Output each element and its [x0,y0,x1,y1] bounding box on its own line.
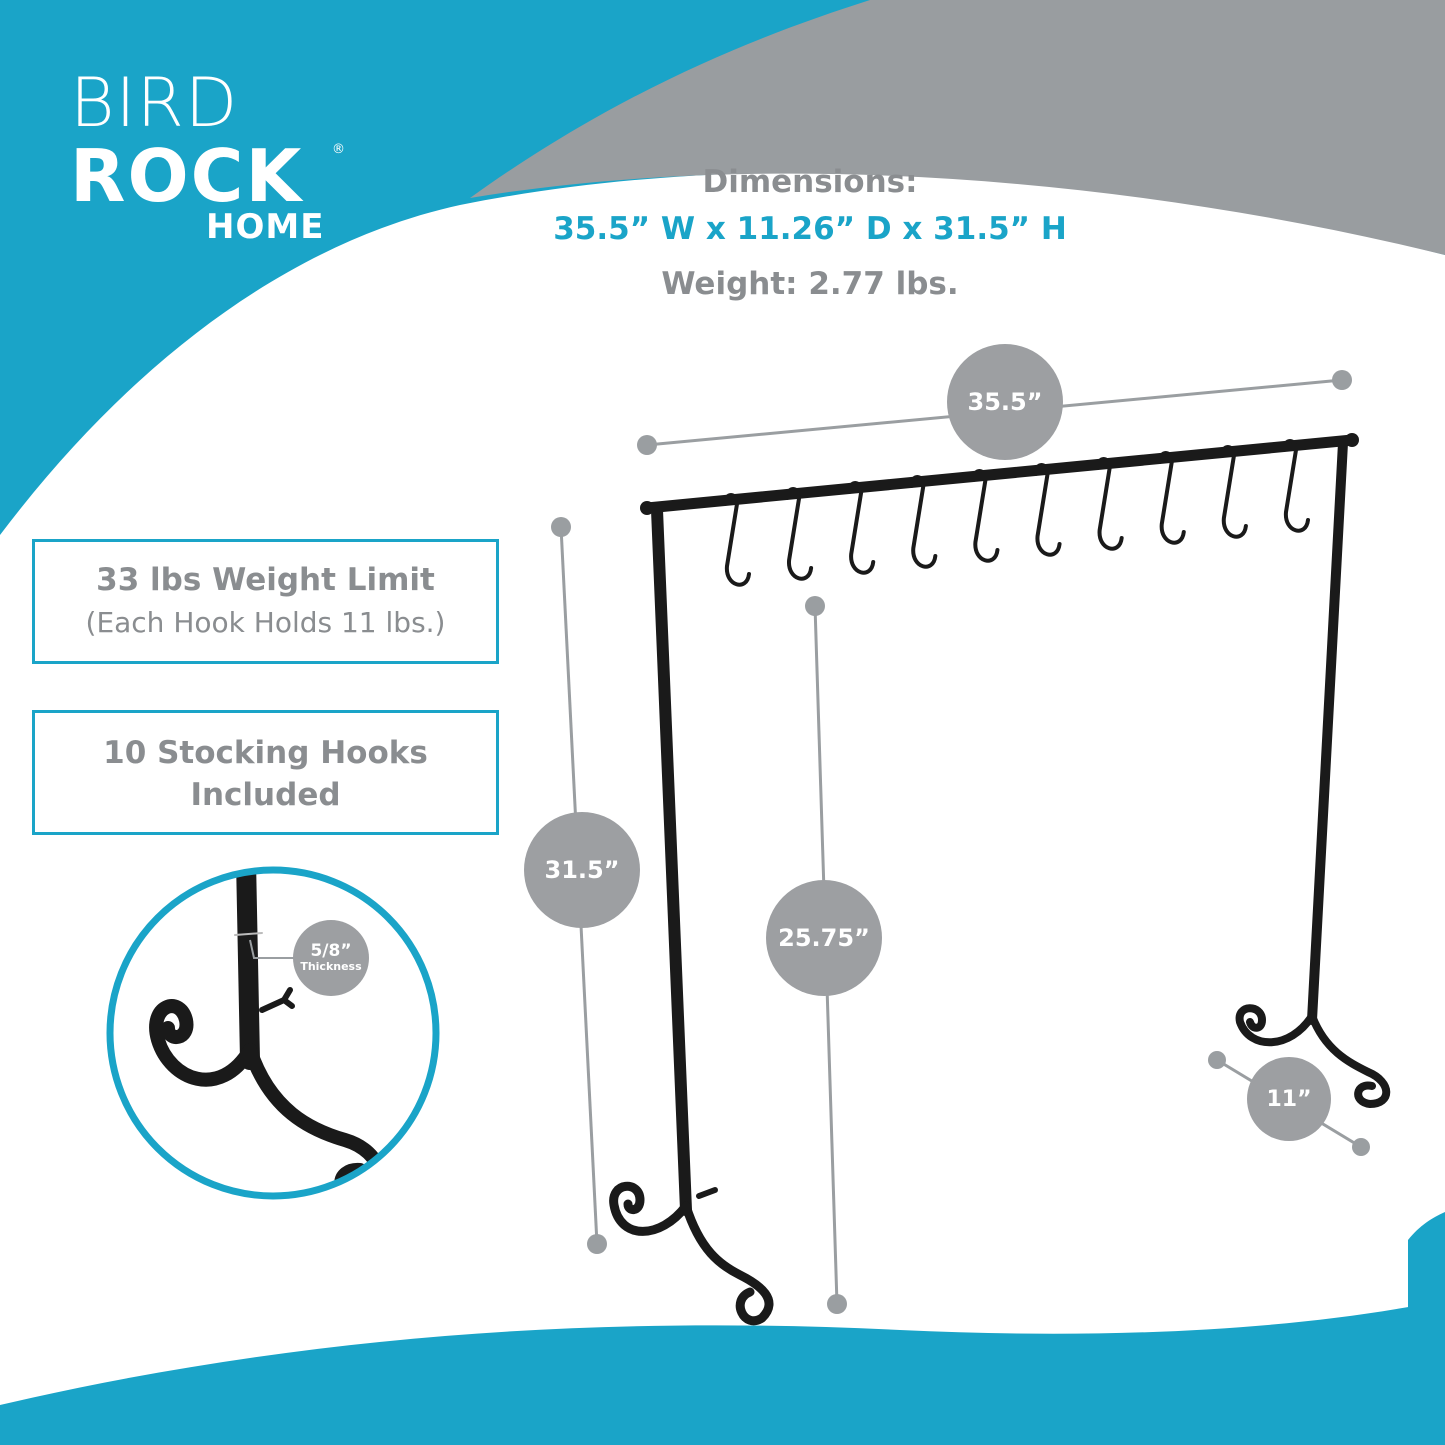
gray-swoosh [470,0,1445,255]
weight-limit-box: 33 lbs Weight Limit (Each Hook Holds 11 … [32,539,499,664]
weight-text: Weight: 2.77 lbs. [661,266,959,302]
hooks-included-box: 10 Stocking Hooks Included [32,710,499,835]
thickness-value: 5/8” [310,940,352,961]
height-badge: 31.5” [524,812,640,928]
blue-corner-accent [1408,1212,1445,1445]
brand-logo: BIRD ROCK ® HOME [70,70,350,250]
weight-limit-detail: (Each Hook Holds 11 lbs.) [85,606,446,639]
thickness-badge: 5/8” Thickness [293,920,369,996]
depth-badge: 11” [1247,1057,1331,1141]
logo-bird-text: BIRD [70,64,239,143]
registered-mark: ® [332,142,345,157]
dimensions-label: Dimensions: [702,164,918,200]
dimensions-value: 35.5” W x 11.26” D x 31.5” H [553,211,1067,247]
hook-height-badge: 25.75” [766,880,882,996]
logo-rock-text: ROCK [70,134,304,218]
blue-bottom-wave [0,1300,1445,1445]
width-badge: 35.5” [947,344,1063,460]
hooks-included-line2: Included [190,777,341,813]
logo-home-text: HOME [206,207,325,247]
thickness-label: Thickness [300,959,362,973]
hooks-included-line1: 10 Stocking Hooks [103,735,428,771]
weight-limit-title: 33 lbs Weight Limit [96,562,435,598]
